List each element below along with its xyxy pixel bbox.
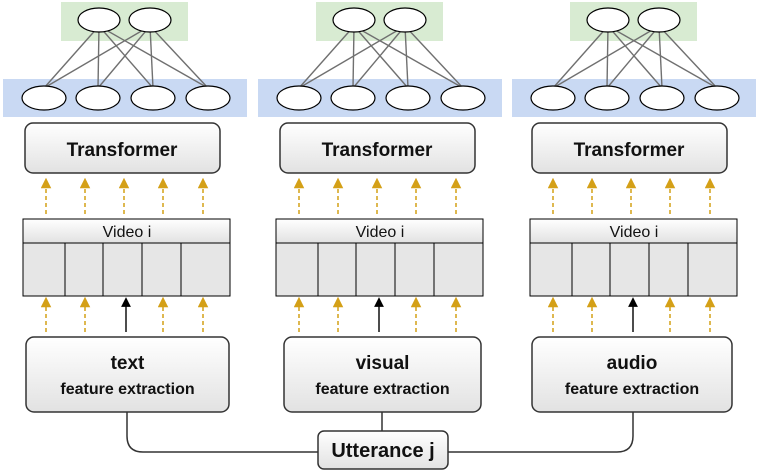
extractor-title: audio bbox=[607, 353, 658, 374]
input-node bbox=[185, 85, 231, 111]
network-edge bbox=[352, 25, 355, 89]
network-edge bbox=[298, 25, 355, 89]
output-node bbox=[586, 7, 630, 33]
network-edge bbox=[404, 25, 409, 89]
video-frame-cell bbox=[64, 242, 104, 297]
transformer-box bbox=[531, 122, 728, 174]
output-node bbox=[128, 7, 172, 33]
network-edge bbox=[97, 25, 100, 89]
transformer-label: Transformer bbox=[574, 140, 685, 161]
video-frame-cell bbox=[394, 242, 435, 297]
video-frame-cell bbox=[609, 242, 650, 297]
input-node bbox=[276, 85, 322, 111]
extractor-subtitle: feature extraction bbox=[565, 381, 699, 398]
network-edge bbox=[658, 25, 718, 89]
network-edge bbox=[552, 25, 609, 89]
extractor-title: text bbox=[111, 353, 145, 374]
video-frame-cell bbox=[433, 242, 484, 297]
feature-extraction-box bbox=[25, 336, 230, 413]
video-frame-cell bbox=[317, 242, 357, 297]
network-edge bbox=[606, 25, 609, 89]
input-node bbox=[639, 85, 685, 111]
transformer-box bbox=[24, 122, 221, 174]
network-edge bbox=[606, 25, 660, 89]
network-edge bbox=[658, 25, 663, 89]
network-edge bbox=[353, 25, 409, 89]
utterance-label: Utterance j bbox=[331, 440, 434, 462]
network-edge bbox=[97, 25, 151, 89]
network-edge bbox=[149, 25, 154, 89]
output-node bbox=[637, 7, 681, 33]
transformer-label: Transformer bbox=[322, 140, 433, 161]
input-node bbox=[440, 85, 486, 111]
video-frame-cell bbox=[355, 242, 396, 297]
network-edge bbox=[43, 25, 151, 89]
video-frame-cell bbox=[141, 242, 182, 297]
input-node bbox=[130, 85, 176, 111]
network-edge bbox=[607, 25, 718, 89]
video-frame-cell bbox=[275, 242, 319, 297]
video-frame-cell bbox=[529, 242, 573, 297]
input-node bbox=[584, 85, 630, 111]
network-edge bbox=[607, 25, 663, 89]
video-frame-cell bbox=[571, 242, 611, 297]
output-node bbox=[332, 7, 376, 33]
network-edge bbox=[98, 25, 154, 89]
video-frame-cell bbox=[22, 242, 66, 297]
input-node bbox=[21, 85, 67, 111]
extractor-subtitle: feature extraction bbox=[315, 381, 449, 398]
transformer-label: Transformer bbox=[67, 140, 178, 161]
network-edge bbox=[149, 25, 209, 89]
video-frame-cell bbox=[180, 242, 231, 297]
network-edge bbox=[98, 25, 209, 89]
network-edge bbox=[298, 25, 406, 89]
video-frame-cell bbox=[102, 242, 143, 297]
output-node bbox=[77, 7, 121, 33]
input-node bbox=[75, 85, 121, 111]
video-label: Video i bbox=[103, 224, 152, 241]
network-edge bbox=[353, 25, 464, 89]
input-node bbox=[530, 85, 576, 111]
input-node bbox=[694, 85, 740, 111]
utterance-connector bbox=[126, 412, 634, 453]
transformer-box bbox=[279, 122, 476, 174]
network-edge bbox=[404, 25, 464, 89]
network-edge bbox=[43, 25, 100, 89]
input-node bbox=[330, 85, 376, 111]
video-frame-cell bbox=[648, 242, 689, 297]
extractor-subtitle: feature extraction bbox=[60, 381, 194, 398]
feature-extraction-box bbox=[283, 336, 482, 413]
feature-extraction-box bbox=[531, 336, 733, 413]
video-label: Video i bbox=[356, 224, 405, 241]
extractor-title: visual bbox=[356, 353, 410, 374]
video-label: Video i bbox=[610, 224, 659, 241]
video-header bbox=[275, 218, 484, 244]
input-node bbox=[385, 85, 431, 111]
video-header bbox=[22, 218, 231, 244]
video-frame-cell bbox=[687, 242, 738, 297]
network-edge bbox=[352, 25, 406, 89]
utterance-box: Utterance j bbox=[317, 430, 449, 470]
network-edge bbox=[552, 25, 660, 89]
output-node bbox=[383, 7, 427, 33]
